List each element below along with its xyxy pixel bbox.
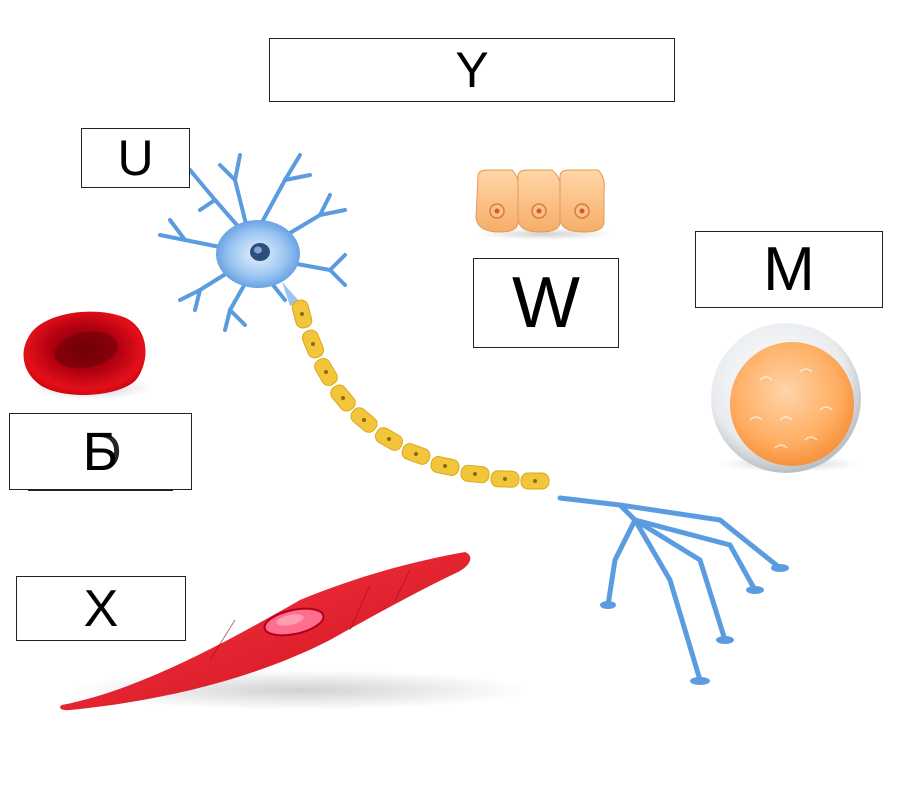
neuron-illustration: [158, 153, 789, 685]
label-red-blood-cell-glyphs: Б D: [82, 421, 122, 482]
label-box-neuron: U: [81, 128, 190, 188]
label-box-top: Y: [269, 38, 675, 102]
smooth-muscle-cell-illustration: [60, 552, 530, 711]
label-red-blood-cell-text: Б: [82, 421, 119, 482]
label-box-fat-cell: M: [695, 231, 883, 308]
label-neuron-text: U: [117, 130, 154, 186]
label-muscle-text: X: [83, 579, 119, 638]
label-fat-cell-text: M: [763, 234, 815, 304]
label-box-epithelial: W: [473, 258, 619, 348]
label-underline: [28, 489, 173, 491]
fat-cell-illustration: [711, 323, 861, 473]
label-box-red-blood-cell: Б D: [9, 413, 192, 491]
label-top-text: Y: [455, 42, 489, 98]
red-blood-cell-illustration: [23, 311, 152, 400]
label-epithelial-text: W: [512, 263, 580, 343]
label-box-muscle: X: [16, 576, 186, 641]
label-red-blood-cell-overlap-text: D: [82, 421, 122, 482]
epithelial-cells-illustration: [475, 169, 615, 240]
